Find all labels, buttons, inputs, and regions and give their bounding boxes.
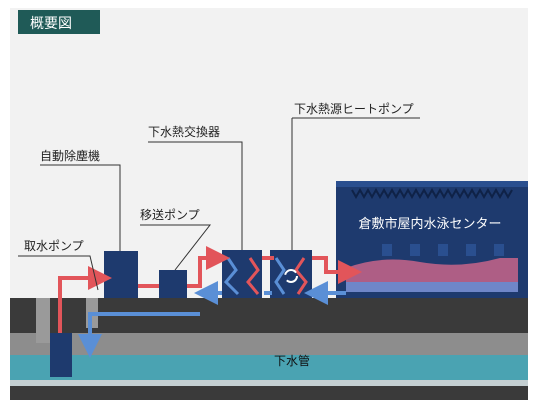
heat-pump-unit (270, 250, 312, 298)
exchanger-coil-blue (223, 257, 240, 296)
circulation-icon (284, 269, 298, 283)
ground-layers (10, 298, 528, 400)
leader-heat-exchanger (148, 141, 243, 250)
intake-shaft-left (36, 298, 50, 343)
transfer-pump-unit (159, 270, 187, 298)
auto-screen-unit (104, 251, 138, 298)
pool-block (382, 244, 392, 256)
leader-auto-screen (40, 164, 121, 251)
pool-block (438, 244, 448, 256)
flow-red-to-facility (312, 256, 362, 284)
intake-pump-unit (50, 333, 72, 377)
equipment (50, 250, 312, 377)
flow-lines (58, 246, 362, 358)
flow-red-intake (58, 266, 112, 333)
sewer-pipe-edge (10, 380, 528, 386)
facility-label: 倉敷市屋内水泳センター (358, 216, 501, 232)
pool-block (494, 244, 504, 256)
ground-bottom-band (10, 386, 528, 400)
ground-gray-band (10, 333, 528, 355)
label-heat-exchanger: 下水熱交換器 (148, 124, 220, 139)
title-badge: 概要図 (18, 10, 100, 34)
label-transfer-pump: 移送ポンプ (140, 207, 200, 222)
heatpump-coil-red (294, 257, 308, 295)
pool-block (410, 244, 420, 256)
label-intake-pump: 取水ポンプ (24, 239, 84, 253)
label-auto-screen: 自動除塵機 (40, 148, 100, 163)
leader-intake-pump (18, 255, 99, 291)
sewer-pipe-band (10, 355, 528, 380)
callout-lines (18, 117, 420, 291)
label-heat-pump: 下水熱源ヒートポンプ (294, 102, 414, 116)
label-sewer-pipe: 下水管 (274, 353, 310, 368)
exchanger-coil-red (246, 257, 260, 295)
bunting-decoration (351, 187, 513, 200)
facility-building: 倉敷市屋内水泳センター (336, 181, 528, 298)
flow-red-to-exchanger (187, 246, 230, 288)
heatpump-coil-blue (274, 257, 286, 295)
leader-transfer-pump (140, 224, 212, 271)
facility-roof (336, 181, 528, 187)
pool-floor (346, 282, 518, 292)
title-badge-text: 概要図 (30, 16, 72, 32)
flow-blue-to-sewer (78, 312, 200, 358)
pool-block (466, 244, 476, 256)
